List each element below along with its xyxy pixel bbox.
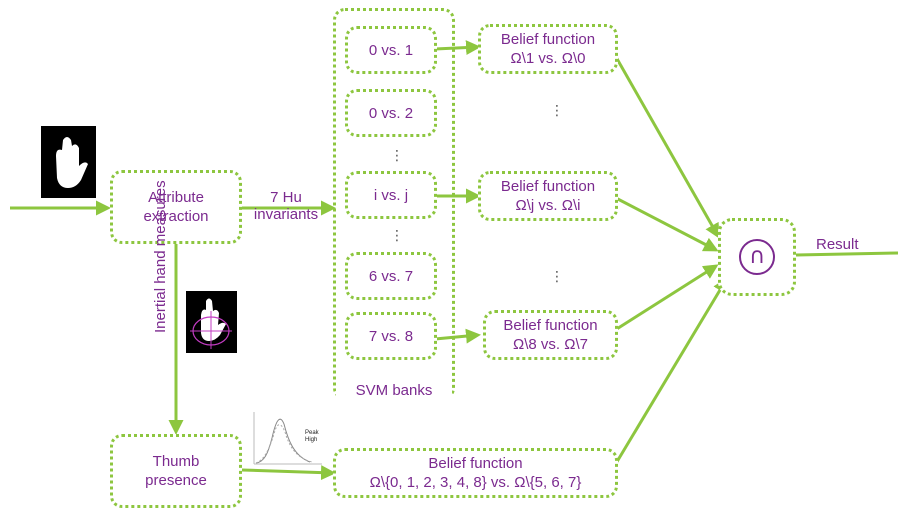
thumb-histogram-image: Peak High xyxy=(250,410,324,468)
belief-node-1-0: Belief function Ω\1 vs. Ω\0 xyxy=(478,24,618,74)
thumb-to-fusion xyxy=(610,277,728,471)
svm-label-0-1: 0 vs. 1 xyxy=(368,41,414,59)
belief1-to-fusion xyxy=(610,49,720,239)
result-line xyxy=(795,251,898,257)
svm-ellipsis-1: ⋮ xyxy=(390,147,404,163)
beliefij-to-fusion xyxy=(611,194,719,252)
svm-bank-container: SVM banks xyxy=(333,8,455,400)
belief78-to-fusion xyxy=(611,264,719,334)
belief-8-7-title: Belief function xyxy=(503,317,598,334)
belief-node-8-7: Belief function Ω\8 vs. Ω\7 xyxy=(483,310,618,360)
hu-invariants-label: 7 Hu invariants xyxy=(246,189,326,223)
attribute-line-1: Attribute xyxy=(148,189,204,206)
belief-j-i-formula: Ω\j vs. Ω\i xyxy=(515,197,581,214)
belief-thumb-formula: Ω\{0, 1, 2, 3, 4, 8} vs. Ω\{5, 6, 7} xyxy=(369,474,582,491)
belief-8-7-formula: Ω\8 vs. Ω\7 xyxy=(513,336,588,353)
svm78-arrow xyxy=(434,328,481,344)
svm-node-i-j: i vs. j xyxy=(345,171,437,219)
result-label: Result xyxy=(816,236,859,253)
svm-node-0-2: 0 vs. 2 xyxy=(345,89,437,137)
svm-node-0-1: 0 vs. 1 xyxy=(345,26,437,74)
thumb-presence-node: Thumb presence xyxy=(110,434,242,508)
hu-line-1: 7 Hu xyxy=(270,189,302,206)
intersection-icon: ∩ xyxy=(739,239,775,275)
thumb-line-1: Thumb xyxy=(152,453,200,470)
peak-label: Peak xyxy=(305,430,319,436)
intersection-symbol: ∩ xyxy=(748,244,766,269)
thumb-line-2: presence xyxy=(145,472,207,489)
svm01-arrow xyxy=(434,40,481,56)
svm-banks-label: SVM banks xyxy=(336,381,452,400)
svm-label-0-2: 0 vs. 2 xyxy=(368,104,414,122)
attribute-line-2: extraction xyxy=(143,208,209,225)
belief-thumb-title: Belief function xyxy=(428,455,523,472)
thumb-arrow xyxy=(241,465,336,481)
belief-1-0-title: Belief function xyxy=(500,31,596,48)
belief-node-j-i: Belief function Ω\j vs. Ω\i xyxy=(478,171,618,221)
belief-j-i-title: Belief function xyxy=(500,178,596,195)
attribute-extraction-node: Attribute extraction xyxy=(110,170,242,244)
belief-1-0-formula: Ω\1 vs. Ω\0 xyxy=(510,50,586,67)
svm-ellipsis-2: ⋮ xyxy=(390,227,404,243)
hand-silhouette-image xyxy=(41,126,96,198)
belief-ellipsis-1: ⋮ xyxy=(550,102,564,118)
inertial-measures-image xyxy=(186,291,237,353)
svm-label-i-j: i vs. j xyxy=(373,186,409,204)
belief-node-thumb: Belief function Ω\{0, 1, 2, 3, 4, 8} vs.… xyxy=(333,448,618,498)
high-label: High xyxy=(305,437,318,443)
hu-line-2: invariants xyxy=(253,206,319,223)
fusion-node: ∩ xyxy=(718,218,796,296)
inertial-measures-label: Inertial hand measures xyxy=(152,180,169,333)
svm-node-6-7: 6 vs. 7 xyxy=(345,252,437,300)
belief-ellipsis-2: ⋮ xyxy=(550,268,564,284)
svm-node-7-8: 7 vs. 8 xyxy=(345,312,437,360)
svm-label-6-7: 6 vs. 7 xyxy=(368,267,414,285)
svm-label-7-8: 7 vs. 8 xyxy=(368,327,414,345)
